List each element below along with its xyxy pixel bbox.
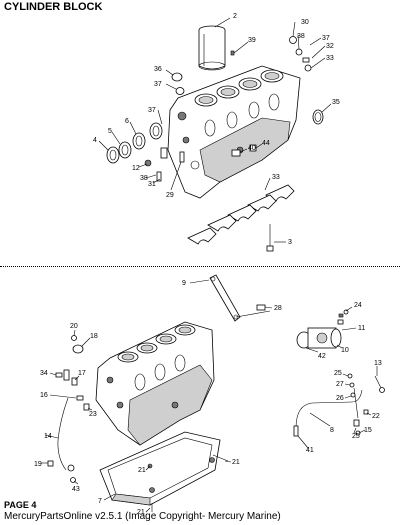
callout-21b: 21 <box>138 467 146 474</box>
cylinder-liner <box>198 25 226 71</box>
callout-44: 44 <box>262 140 270 147</box>
leader-lines-bottom <box>41 279 378 513</box>
callout-21: 21 <box>232 459 240 466</box>
callout-7: 7 <box>98 498 102 505</box>
leader-lines-top <box>98 17 332 243</box>
callout-35: 35 <box>332 99 340 106</box>
callout-labels-top: 2 30 38 39 37 32 33 36 37 35 37 4 5 6 40… <box>93 13 340 246</box>
callout-25b: 25 <box>352 433 360 440</box>
callout-40: 40 <box>248 145 256 152</box>
callout-26: 26 <box>336 395 344 402</box>
callout-21c: 21 <box>137 509 145 516</box>
callout-4: 4 <box>93 137 97 144</box>
callout-10: 10 <box>341 347 349 354</box>
callout-36: 36 <box>154 66 162 73</box>
page-title: CYLINDER BLOCK <box>4 1 103 13</box>
block-oil-pan-assembly <box>47 274 385 512</box>
callout-37b: 37 <box>154 81 162 88</box>
rear-seal <box>312 109 324 125</box>
callout-14: 14 <box>44 433 52 440</box>
callout-8: 8 <box>330 427 334 434</box>
oil-cooler-housing <box>296 313 344 349</box>
cylinder-block-assembly <box>106 25 324 252</box>
callout-17: 17 <box>78 370 86 377</box>
callout-34: 34 <box>40 370 48 377</box>
callout-24: 24 <box>354 302 362 309</box>
callout-2: 2 <box>233 13 237 20</box>
copyright-footer: MercuryPartsOnline v2.5.1 (Image Copyrig… <box>4 511 281 522</box>
callout-19: 19 <box>34 461 42 468</box>
callout-42: 42 <box>318 353 326 360</box>
callout-33b: 33 <box>272 174 280 181</box>
callout-29: 29 <box>166 192 174 199</box>
callout-22: 22 <box>372 413 380 420</box>
callout-27: 27 <box>336 381 344 388</box>
callout-30: 30 <box>301 19 309 26</box>
callout-13: 13 <box>374 360 382 367</box>
callout-39: 39 <box>248 37 256 44</box>
callout-38: 38 <box>297 33 305 40</box>
callout-43: 43 <box>72 486 80 493</box>
callout-20: 20 <box>70 323 78 330</box>
cylinder-block <box>167 65 301 199</box>
callout-25: 25 <box>334 370 342 377</box>
callout-9: 9 <box>182 280 186 287</box>
callout-32: 32 <box>326 43 334 50</box>
callout-18: 18 <box>90 333 98 340</box>
main-bearing-caps <box>187 184 295 245</box>
support-bracket <box>209 274 241 322</box>
oil-pan <box>99 431 221 506</box>
callout-16: 16 <box>40 392 48 399</box>
cam-bearings <box>106 122 163 164</box>
callout-33: 33 <box>326 55 334 62</box>
callout-37: 37 <box>322 35 330 42</box>
callout-labels-bottom: 9 28 24 20 18 11 42 10 34 17 13 16 23 25… <box>34 280 382 516</box>
callout-6: 6 <box>125 118 129 125</box>
callout-38b: 38 <box>140 175 148 182</box>
callout-23: 23 <box>89 411 97 418</box>
page-number: PAGE 4 <box>4 500 37 510</box>
callout-11: 11 <box>358 325 365 332</box>
callout-12: 12 <box>132 165 140 172</box>
callout-31: 31 <box>148 181 156 188</box>
callout-41: 41 <box>306 447 314 454</box>
section-divider <box>0 266 400 267</box>
callout-3: 3 <box>288 239 292 246</box>
callout-37c: 37 <box>148 107 156 114</box>
engine-block <box>95 321 215 446</box>
callout-5: 5 <box>108 128 112 135</box>
callout-28: 28 <box>274 305 282 312</box>
callout-15: 15 <box>364 427 372 434</box>
